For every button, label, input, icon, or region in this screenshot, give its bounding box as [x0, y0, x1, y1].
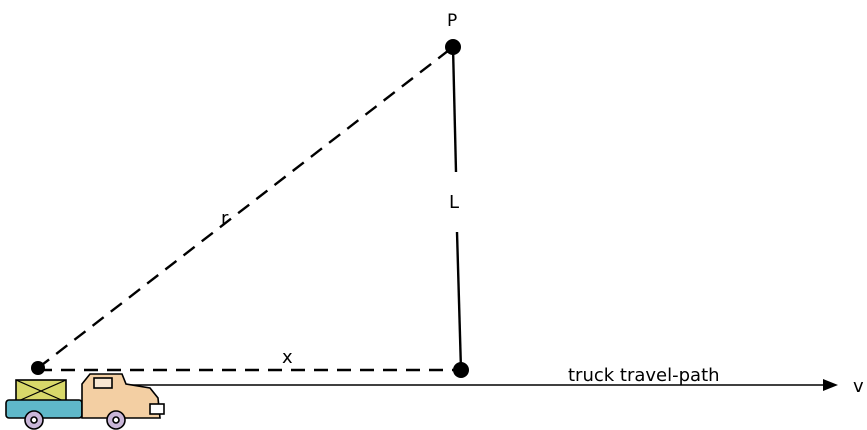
point-foot-dot — [453, 362, 469, 378]
label-r: r — [221, 208, 229, 229]
label-x: x — [282, 347, 293, 368]
point-p-dot — [445, 39, 461, 55]
label-travel-path: truck travel-path — [568, 365, 720, 386]
label-v: v — [853, 376, 864, 397]
hypotenuse-r-line — [37, 46, 454, 369]
perpendicular-l-line-upper — [451, 46, 458, 173]
label-p: P — [447, 11, 457, 31]
point-truck-dot — [31, 361, 45, 375]
perpendicular-l-line-lower — [455, 231, 463, 371]
label-l: L — [449, 192, 459, 213]
truck-icon — [5, 373, 165, 430]
arrowhead-icon — [823, 379, 838, 391]
